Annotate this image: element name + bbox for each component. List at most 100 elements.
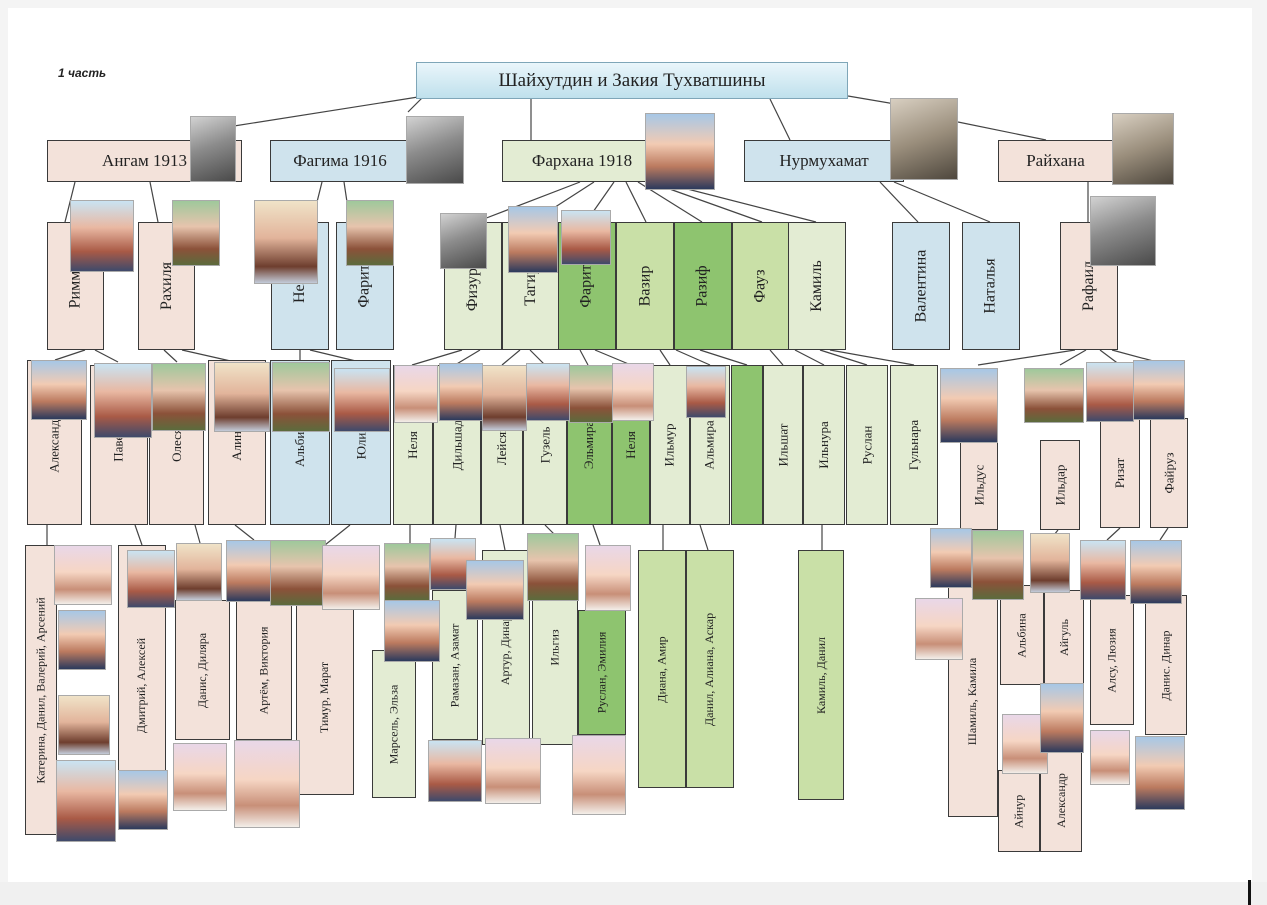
gen4-name: Айгуль [1056,619,1071,656]
gen3-box-ilnura: Ильнура [803,365,845,525]
gen2-name: Фауз [752,269,769,303]
gen1-box-fagima: Фагима 1916 [270,140,410,182]
gen2-box-razif: Разиф [674,222,732,350]
gen2-name: Камиль [808,260,825,312]
portrait-photo [384,543,430,601]
gen4-name: Катерина, Данил, Валерий, Арсений [33,596,48,784]
gen3-name: Ильдус [971,464,987,506]
root-couple-box: Шайхутдин и Закия Тухватшины [416,62,848,99]
gen3-name: Файруз [1161,452,1176,494]
gen2-name: Вазир [636,265,653,307]
connector-line [324,524,351,546]
gen3-name: Ильшат [775,423,790,467]
gen4-name: Рамазан, Азамат [447,623,462,707]
gen1-box-farhana: Фархана 1918 [502,140,662,182]
gen4-box-timur: Тимур, Марат [296,600,354,795]
gen3-name: Ильдар [1052,464,1068,506]
gen4-name: Камиль, Данил [813,636,828,714]
portrait-photo [254,200,318,284]
portrait-photo [176,543,222,601]
scan-border [0,882,1267,905]
connector-line [501,349,521,366]
gen3-name: Олеся [168,428,184,462]
portrait-photo [428,740,482,802]
portrait-photo [56,760,116,842]
gen3-name: Гульнара [906,419,921,471]
gen1-name: Фархана 1918 [531,151,633,170]
gen2-box-kamil: Камиль [788,222,846,350]
connector-line [54,349,86,361]
gen3-name: Эльмира [581,420,597,470]
portrait-photo [466,560,524,620]
portrait-photo [940,368,998,443]
gen4-name: Альбина [1014,612,1029,658]
gen4-name: Александр [1053,772,1068,828]
portrait-photo [334,368,390,432]
gen3-name: Неля [623,431,638,459]
portrait-photo [226,540,272,602]
gen1-name: Фагима 1916 [293,151,387,170]
gen4-box-katerina: Катерина, Данил, Валерий, Арсений [25,545,57,835]
portrait-photo [173,743,227,811]
connector-line [769,349,784,366]
connector-line [659,349,671,366]
gen3-box-ilshat: Ильшат [763,365,803,525]
portrait-photo [214,362,270,432]
gen3-box-blank [731,365,763,525]
portrait-photo [686,366,726,418]
gen3-box-fayruz: Файруз [1150,418,1188,528]
gen4-name: Тимур, Марат [317,661,332,734]
connector-line [769,98,791,141]
portrait-photo [384,600,440,662]
portrait-photo [70,200,134,272]
connector-line [579,349,589,366]
gen4-name: Марсель, Эльза [386,684,401,764]
portrait-photo [31,360,87,420]
portrait-photo [439,363,483,421]
gen2-box-vazir: Вазир [616,222,674,350]
portrait-photo [394,365,438,423]
portrait-photo [406,116,464,184]
portrait-photo [526,363,570,421]
connector-line [1059,349,1087,366]
connector-line [699,349,748,366]
gen1-name: Райхана [1026,151,1085,170]
connector-line [893,181,991,223]
connector-line [475,181,581,223]
portrait-photo [1086,362,1134,422]
gen4-box-danis: Данис, Диляра [175,600,230,740]
gen1-name: Нурмухамат [779,151,869,170]
gen4-box-aynur: Айнур [998,770,1040,852]
gen1-box-nurmuhamat: Нурмухамат [744,140,904,182]
connector-line [94,349,119,363]
portrait-photo [915,598,963,660]
connector-line [592,524,601,546]
gen2-name: Рахиля [157,262,175,310]
gen2-box-valentina: Валентина [892,222,950,350]
connector-line [499,524,506,551]
gen4-box-ruslan_emiliya: Руслан, Эмилия [578,610,626,735]
portrait-photo [527,533,579,601]
connector-line [879,181,919,223]
gen4-name: Данил, Алиана, Аскар [702,612,717,726]
connector-line [407,96,424,113]
gen3-box-gulnara: Гульнара [890,365,938,525]
gen4-name: Шамиль, Камила [965,657,980,745]
connector-line [149,181,159,223]
gen4-box-albina2: Альбина [1000,585,1044,685]
connector-line [411,349,463,366]
gen3-box-ruslan: Руслан [846,365,888,525]
portrait-photo [1090,196,1156,266]
portrait-photo [1024,368,1084,423]
connector-line [233,96,419,127]
gen3-box-ilyus: Ильдус [960,440,998,530]
portrait-photo [172,200,220,266]
connector-line [794,349,825,366]
gen3-name: Гузель [537,426,552,464]
gen4-name: Артём, Виктория [256,626,271,714]
portrait-photo [890,98,958,180]
portrait-photo [585,545,631,611]
portrait-photo [190,116,236,182]
portrait-photo [1112,113,1174,185]
gen3-box-rizat: Ризат [1100,418,1140,528]
